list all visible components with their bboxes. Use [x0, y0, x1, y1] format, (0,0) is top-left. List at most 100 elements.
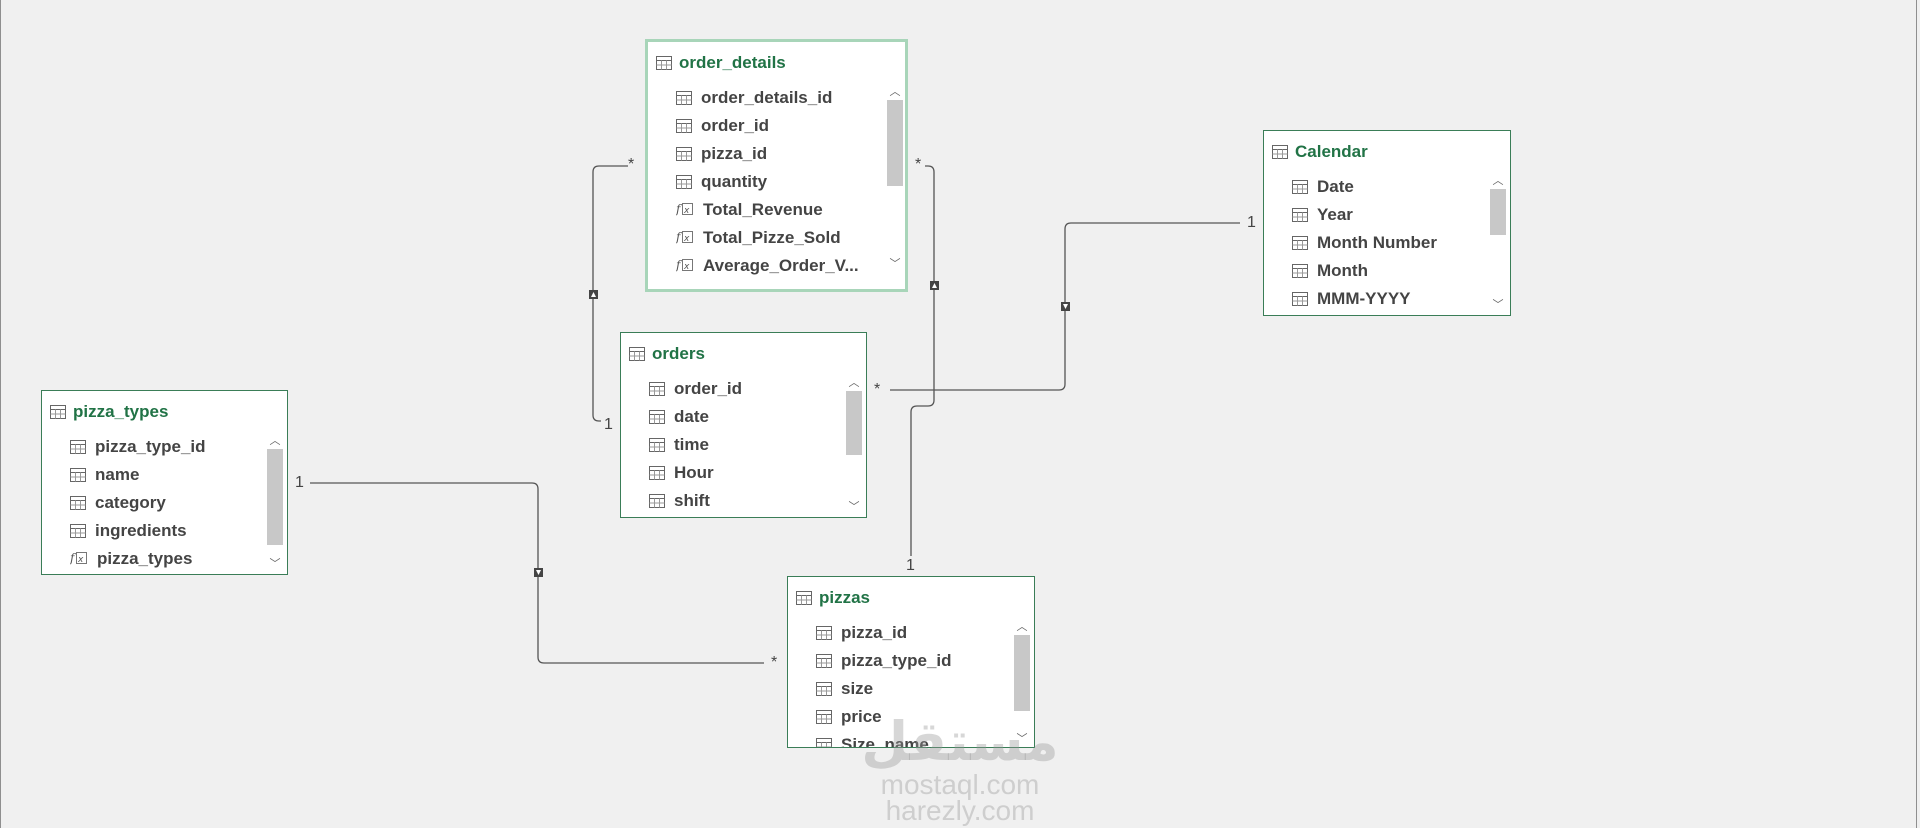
field-row[interactable]: Month Number — [1264, 229, 1488, 257]
table-icon — [656, 56, 672, 70]
field-row[interactable]: price — [788, 703, 1012, 731]
field-name: pizza_types — [97, 549, 193, 568]
column-icon — [649, 438, 665, 452]
field-name: time — [674, 435, 709, 454]
field-row[interactable]: order_details_id — [648, 84, 885, 112]
scroll-thumb[interactable] — [1490, 189, 1506, 235]
table-header[interactable]: pizzas — [788, 577, 1034, 619]
column-icon — [816, 654, 832, 668]
column-icon — [649, 494, 665, 508]
field-row[interactable]: Hour — [621, 459, 844, 487]
field-name: Month Number — [1317, 233, 1437, 252]
table-title: orders — [652, 344, 705, 363]
table-icon — [50, 405, 66, 419]
scroll-thumb[interactable] — [887, 100, 903, 186]
field-row[interactable]: date — [621, 403, 844, 431]
scroll-down-icon[interactable]: ﹀ — [848, 500, 860, 513]
scrollbar[interactable]: ︿ ﹀ — [1012, 619, 1032, 747]
table-header[interactable]: orders — [621, 333, 866, 375]
scroll-down-icon[interactable]: ﹀ — [889, 257, 901, 270]
svg-text:x: x — [77, 555, 84, 565]
scroll-down-icon[interactable]: ﹀ — [1492, 298, 1504, 311]
field-row[interactable]: name — [42, 461, 265, 489]
field-row[interactable]: category — [42, 489, 265, 517]
field-row[interactable]: Year — [1264, 201, 1488, 229]
field-row[interactable]: Date — [1264, 173, 1488, 201]
cardinality-one: 1 — [604, 416, 613, 433]
scroll-thumb[interactable] — [1014, 635, 1030, 711]
field-row[interactable]: pizza_type_id — [42, 433, 265, 461]
table-icon — [1272, 145, 1288, 159]
scrollbar[interactable]: ︿ ﹀ — [1488, 173, 1508, 315]
table-header[interactable]: pizza_types — [42, 391, 287, 433]
field-row[interactable]: shift — [621, 487, 844, 515]
table-icon — [629, 347, 645, 361]
scroll-thumb[interactable] — [846, 391, 862, 455]
column-icon — [676, 119, 692, 133]
field-name: ingredients — [95, 521, 187, 540]
table-title: pizza_types — [73, 402, 169, 421]
column-icon — [676, 147, 692, 161]
field-name: order_details_id — [701, 88, 833, 107]
field-row[interactable]: pizza_id — [648, 140, 885, 168]
field-row[interactable]: Month — [1264, 257, 1488, 285]
svg-text:f: f — [676, 202, 683, 216]
column-icon — [676, 175, 692, 189]
field-name: price — [841, 707, 882, 726]
field-name: order_id — [674, 379, 743, 398]
field-row[interactable]: Size_name — [788, 731, 1012, 747]
scroll-down-icon[interactable]: ﹀ — [269, 557, 281, 570]
column-icon — [1292, 208, 1308, 222]
table-title: pizzas — [819, 588, 871, 607]
scroll-up-icon[interactable]: ︿ — [848, 376, 860, 389]
scrollbar[interactable]: ︿ ﹀ — [265, 433, 285, 574]
table-header[interactable]: order_details — [648, 42, 905, 84]
scroll-up-icon[interactable]: ︿ — [1016, 620, 1028, 633]
field-row[interactable]: ingredients — [42, 517, 265, 545]
field-name: pizza_type_id — [841, 651, 952, 670]
table-header[interactable]: Calendar — [1264, 131, 1510, 173]
scrollbar[interactable]: ︿ ﹀ — [844, 375, 864, 517]
column-icon — [649, 410, 665, 424]
scroll-thumb[interactable] — [267, 449, 283, 545]
field-name: Date — [1317, 177, 1354, 196]
scroll-up-icon[interactable]: ︿ — [1492, 174, 1504, 187]
cardinality-many: * — [771, 654, 778, 671]
field-row[interactable]: MMM-YYYY — [1264, 285, 1488, 313]
field-name: Hour — [674, 463, 714, 482]
field-row[interactable]: pizza_id — [788, 619, 1012, 647]
field-row[interactable]: size — [788, 675, 1012, 703]
column-icon — [816, 626, 832, 640]
column-icon — [1292, 292, 1308, 306]
column-icon — [816, 738, 832, 747]
table-title: Calendar — [1295, 142, 1368, 161]
scrollbar[interactable]: ︿ ﹀ — [885, 84, 905, 289]
field-row[interactable]: order_id — [648, 112, 885, 140]
scroll-up-icon[interactable]: ︿ — [889, 85, 901, 98]
field-row[interactable]: quantity — [648, 168, 885, 196]
field-row[interactable]: time — [621, 431, 844, 459]
field-row[interactable]: order_id — [621, 375, 844, 403]
column-icon — [816, 682, 832, 696]
scroll-up-icon[interactable]: ︿ — [269, 434, 281, 447]
svg-text:x: x — [683, 234, 690, 244]
cardinality-one: 1 — [295, 474, 304, 491]
scroll-down-icon[interactable]: ﹀ — [1016, 732, 1028, 745]
column-icon — [70, 524, 86, 538]
column-icon — [816, 710, 832, 724]
field-row[interactable]: pizza_type_id — [788, 647, 1012, 675]
